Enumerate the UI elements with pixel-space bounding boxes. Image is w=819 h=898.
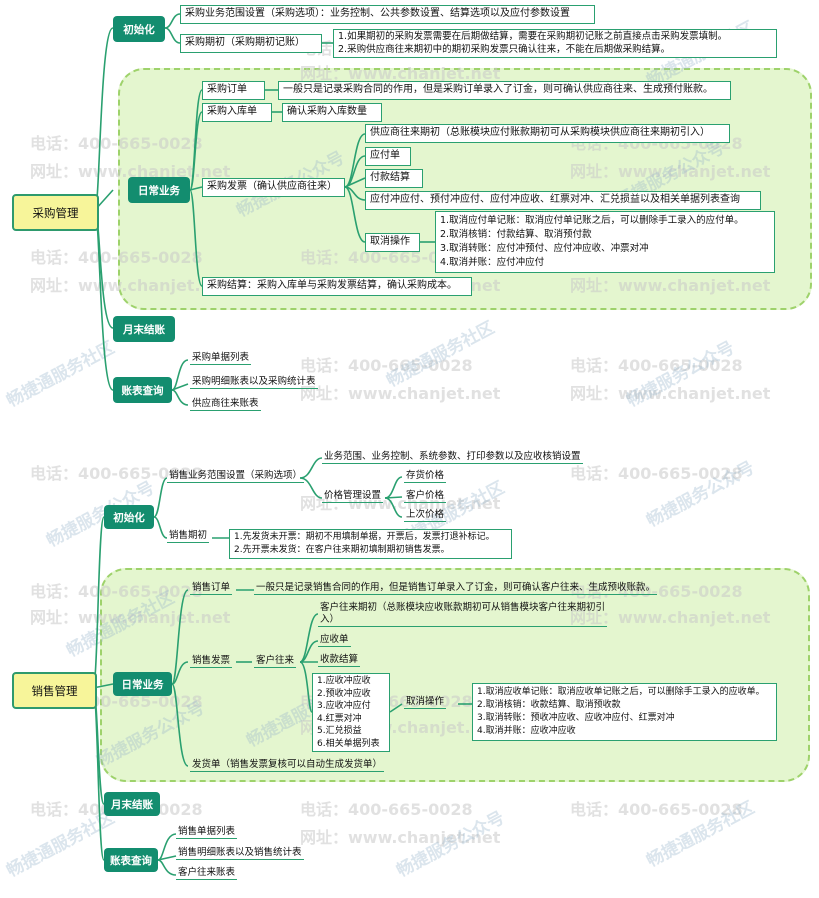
invoice-item: 供应商往来期初（总账模块应付账款期初可从采购模块供应商往来期初引入） — [365, 124, 730, 143]
purchase-month-end[interactable]: 月末结账 — [113, 316, 175, 342]
cancel-line: 4.取消并账：应付冲应付 — [440, 257, 545, 268]
offset-line: 1.应收冲应收 — [317, 676, 371, 686]
sales-period-notes: 1.先发货未开票：期初不用填制单据，开票后，发票打退补标记。 2.先开票未发货：… — [229, 529, 512, 559]
sales-root[interactable]: 销售管理 — [12, 672, 97, 709]
note-line: 1.先发货未开票：期初不用填制单据，开票后，发票打退补标记。 — [234, 532, 495, 542]
note-line: 1.如果期初的采购发票需要在后期做结算，需要在采购期初记账之前直接点击采购发票填… — [338, 31, 728, 42]
offset-line: 5.汇兑损益 — [317, 726, 362, 737]
offset-line: 2.预收冲应收 — [317, 688, 371, 699]
report-item: 客户往来账表 — [176, 867, 238, 880]
report-item: 销售明细账表以及销售统计表 — [176, 847, 304, 860]
customer-item: 应收单 — [318, 634, 351, 647]
purchase-settle: 采购结算：采购入库单与采购发票结算，确认采购成本。 — [202, 277, 472, 296]
price-item: 客户价格 — [404, 490, 447, 503]
sales-cancel: 取消操作 — [404, 696, 447, 709]
cancel-line: 3.取消转账：应付冲预付、应付冲应收、冲票对冲 — [440, 243, 649, 254]
sales-invoice: 销售发票 — [190, 655, 233, 668]
offset-line: 3.应收冲应付 — [317, 701, 371, 712]
cancel-line: 1.取消应收单记账：取消应收单记账之后，可以删除手工录入的应收单。 — [477, 687, 765, 697]
cancel-line: 2.取消核销：收款结算、取消预收款 — [477, 700, 621, 710]
sales-settings-item: 价格管理设置 — [322, 490, 384, 503]
price-item: 存货价格 — [404, 470, 447, 483]
sales-settings-item: 业务范围、业务控制、系统参数、打印参数以及应收核销设置 — [322, 451, 583, 464]
invoice-item: 应付单 — [365, 147, 411, 166]
sales-daily[interactable]: 日常业务 — [113, 672, 172, 696]
invoice-item: 应付冲应付、预付冲应付、应付冲应收、红票对冲、汇兑损益以及相关单据列表查询 — [365, 191, 761, 210]
customer-item: 收款结算 — [318, 654, 361, 667]
sales-reports[interactable]: 账表查询 — [104, 848, 158, 872]
purchase-init[interactable]: 初始化 — [113, 16, 165, 42]
purchase-order: 采购订单 — [202, 81, 265, 100]
offset-line: 6.相关单据列表 — [317, 738, 380, 749]
cancel-line: 1.取消应付单记账：取消应付单记账之后，可以删除手工录入的应付单。 — [440, 215, 744, 226]
report-item: 供应商往来账表 — [190, 398, 261, 411]
report-item: 采购单据列表 — [190, 352, 252, 365]
purchase-order-note: 一般只是记录采购合同的作用，但是采购订单录入了订金，则可确认供应商往来、生成预付… — [278, 81, 731, 100]
purchase-period: 采购期初（采购期初记账） — [180, 34, 322, 53]
report-item: 采购明细账表以及采购统计表 — [190, 376, 318, 389]
price-item: 上次价格 — [404, 509, 447, 522]
report-item: 销售单据列表 — [176, 826, 238, 839]
cancel-line: 4.取消并账：应收冲应收 — [477, 726, 576, 736]
sales-order-note: 一般只是记录销售合同的作用，但是销售订单录入了订金，则可确认客户往来、生成预收账… — [254, 582, 658, 595]
offset-line: 4.红票对冲 — [317, 713, 362, 724]
sales-offset-list: 1.应收冲应收 2.预收冲应收 3.应收冲应付 4.红票对冲 5.汇兑损益 6.… — [312, 673, 390, 752]
sales-settings: 销售业务范围设置（采购选项） — [167, 470, 305, 483]
cancel-line: 2.取消核销：付款结算、取消预付款 — [440, 229, 592, 240]
purchase-inbound: 采购入库单 — [202, 103, 272, 122]
purchase-daily[interactable]: 日常业务 — [128, 177, 190, 203]
customer-item: 客户往来期初（总账模块应收账款期初可从销售模块客户往来期初引入） — [318, 602, 607, 627]
sales-month-end[interactable]: 月末结账 — [104, 792, 160, 816]
sales-customer: 客户往来 — [254, 655, 297, 668]
invoice-item: 取消操作 — [365, 233, 420, 252]
sales-cancel-list: 1.取消应收单记账：取消应收单记账之后，可以删除手工录入的应收单。 2.取消核销… — [472, 683, 777, 741]
purchase-settings: 采购业务范围设置（采购选项）：业务控制、公共参数设置、结算选项以及应付参数设置 — [180, 5, 595, 24]
note-line: 2.采购供应商往来期初中的期初采购发票只确认往来，不能在后期做采购结算。 — [338, 43, 671, 55]
purchase-root[interactable]: 采购管理 — [12, 194, 99, 231]
purchase-cancel-list: 1.取消应付单记账：取消应付单记账之后，可以删除手工录入的应付单。 2.取消核销… — [435, 211, 775, 273]
sales-order: 销售订单 — [190, 582, 233, 595]
sales-daily-cloud — [100, 568, 810, 782]
sales-period: 销售期初 — [167, 530, 210, 543]
sales-delivery: 发货单（销售发票复核可以自动生成发货单） — [190, 759, 385, 772]
cancel-line: 3.取消转账：预收冲应收、应收冲应付、红票对冲 — [477, 713, 675, 723]
invoice-item: 付款结算 — [365, 169, 423, 188]
purchase-inbound-note: 确认采购入库数量 — [282, 103, 382, 122]
note-line: 2.先开票未发货：在客户往来期初填制期初销售发票。 — [234, 544, 450, 555]
purchase-period-notes: 1.如果期初的采购发票需要在后期做结算，需要在采购期初记账之前直接点击采购发票填… — [333, 29, 777, 58]
sales-init[interactable]: 初始化 — [104, 505, 154, 529]
purchase-invoice: 采购发票（确认供应商往来） — [202, 178, 345, 197]
purchase-reports[interactable]: 账表查询 — [113, 377, 172, 403]
